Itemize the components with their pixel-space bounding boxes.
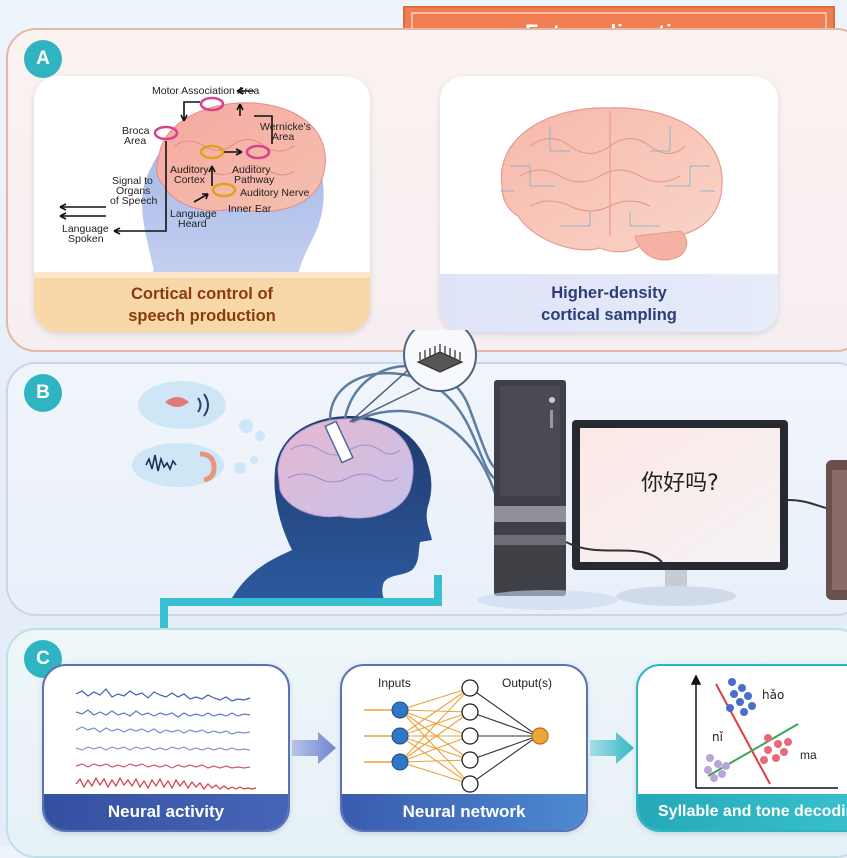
syllable-ma: ma	[800, 748, 817, 762]
label-broca-1: Broca	[122, 125, 150, 137]
higher-density-card: Higher-density cortical sampling	[440, 76, 778, 332]
neural-activity-card: Neural activity	[42, 664, 290, 832]
label-aud-cortex-2: Cortex	[174, 174, 205, 186]
higher-density-caption: Higher-density cortical sampling	[440, 276, 778, 332]
network-graph	[364, 679, 549, 793]
neural-activity-label: Neural activity	[44, 794, 288, 830]
label-wernicke-2: Area	[272, 131, 295, 143]
label-heard-1: Language	[170, 208, 217, 220]
syllable-decoding-card: hǎo nǐ ma Syllable and tone decoding	[636, 664, 847, 832]
neural-network-label: Neural network	[342, 794, 586, 830]
panel-a-badge: A	[24, 40, 62, 78]
arrow-right-icon	[590, 732, 634, 764]
inputs-label: Inputs	[378, 676, 411, 690]
scatter-plot	[690, 674, 838, 789]
caption-line1: Higher-density	[551, 284, 667, 302]
speech-bubble-ear	[132, 443, 224, 487]
syllable-decoding-label: Syllable and tone decoding	[638, 794, 847, 830]
outputs-label: Output(s)	[502, 676, 553, 690]
label-aud-cortex-1: Auditory	[170, 164, 209, 176]
cortical-control-card: Motor Association Area Broca Area Wernic…	[34, 76, 370, 332]
label-signal-3: of Speech	[110, 195, 158, 207]
speech-head-diagram	[34, 87, 370, 332]
label-spoken-1: Language	[62, 223, 109, 235]
speech-bubble-mouth	[138, 381, 226, 429]
syllable-ni: nǐ	[712, 730, 723, 744]
monitor-text: 你好吗?	[641, 471, 719, 496]
syllable-hao: hǎo	[762, 688, 785, 702]
circuit-brain-image	[440, 107, 778, 332]
label-signal-2: Organs	[116, 185, 151, 197]
label-heard-2: Heard	[178, 218, 207, 230]
label-motor-area: Motor Association Area	[152, 85, 260, 97]
label-spoken-2: Spoken	[68, 233, 104, 245]
label-aud-nerve: Auditory Nerve	[240, 187, 310, 199]
neural-traces	[75, 688, 257, 791]
bci-scene	[132, 330, 847, 630]
label-inner-ear: Inner Ear	[228, 203, 272, 215]
cortical-control-caption: Cortical control of speech production	[34, 278, 370, 332]
label-aud-path-2: Pathway	[234, 174, 275, 186]
panel-b-badge: B	[24, 374, 62, 412]
caption-line2: cortical sampling	[541, 306, 677, 324]
label-signal-1: Signal to	[112, 175, 153, 187]
caption-line2: speech production	[128, 307, 276, 325]
label-wernicke-1: Wernicke's	[260, 121, 311, 133]
label-broca-2: Area	[124, 135, 147, 147]
caption-line1: Cortical control of	[130, 285, 274, 303]
neural-network-card: Inputs Output(s) Neural network	[340, 664, 588, 832]
arrow-right-icon	[292, 732, 336, 764]
label-aud-path-1: Auditory	[232, 164, 271, 176]
